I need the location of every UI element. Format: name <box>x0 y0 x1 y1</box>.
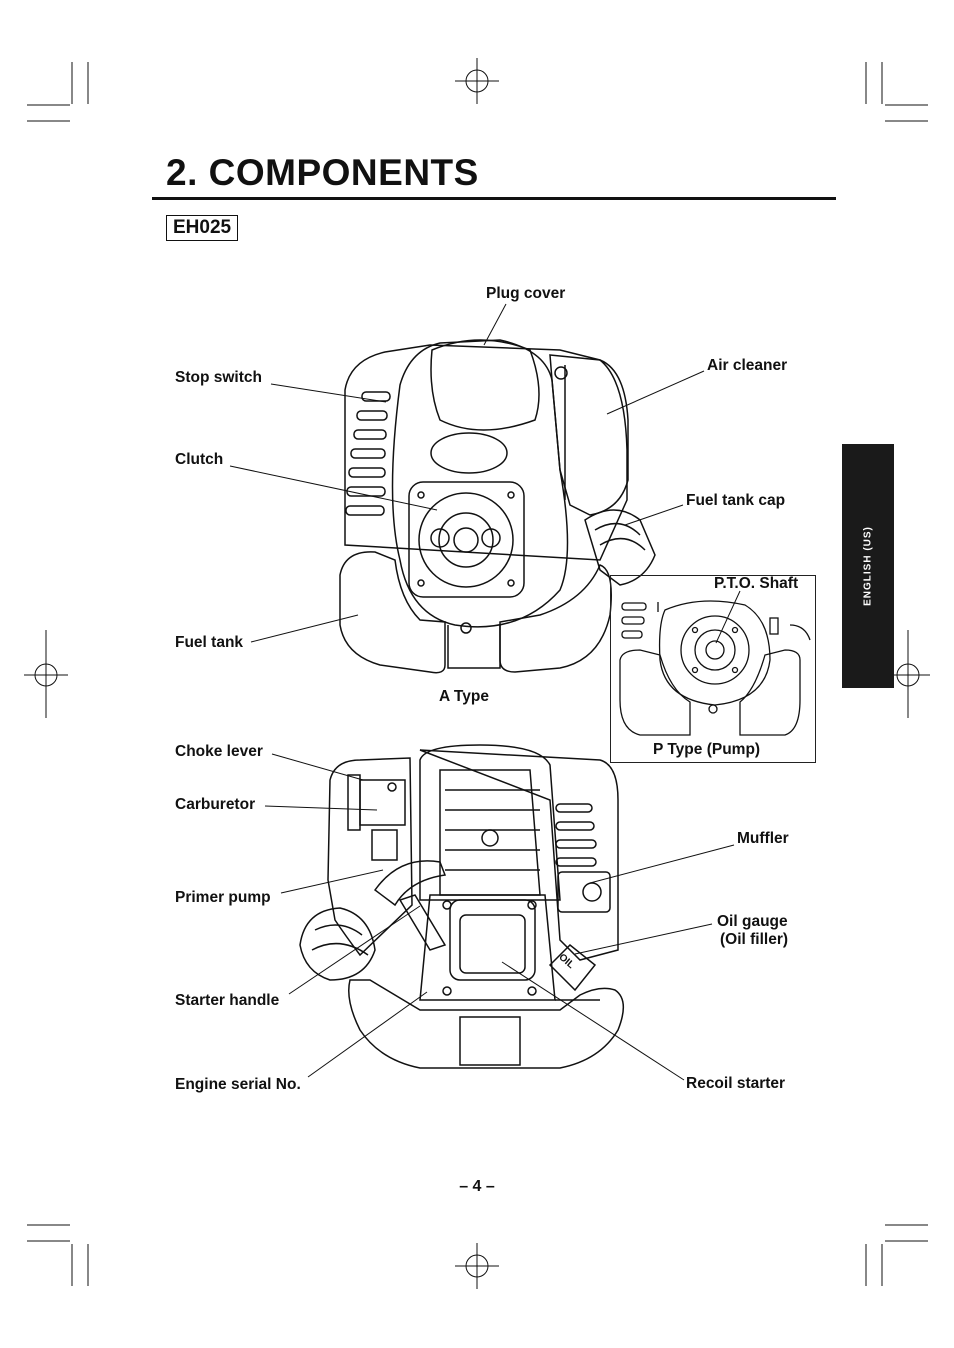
label-stop-switch: Stop switch <box>175 369 262 386</box>
language-tab-label: ENGLISH (US) <box>862 526 874 606</box>
cooling-fins-left <box>345 391 391 516</box>
label-oil-gauge: Oil gauge <box>717 913 788 930</box>
engine-p-type-illustration <box>619 600 811 736</box>
title-underline <box>152 197 836 200</box>
label-carburetor: Carburetor <box>175 796 256 813</box>
label-fuel-tank: Fuel tank <box>175 634 244 651</box>
label-starter-handle: Starter handle <box>175 992 280 1009</box>
label-pto-shaft: P.T.O. Shaft <box>714 575 799 592</box>
cooling-fins-right <box>555 803 597 867</box>
caption-a-type: A Type <box>439 688 489 705</box>
label-choke-lever: Choke lever <box>175 743 263 760</box>
p-type-inset-frame <box>610 575 816 763</box>
label-plug-cover: Plug cover <box>486 285 566 302</box>
page-number: – 4 – <box>459 1178 495 1195</box>
engine-rear-illustration <box>299 744 624 1069</box>
label-primer-pump: Primer pump <box>175 889 271 906</box>
crop-marks <box>27 62 928 1286</box>
label-engine-serial-no: Engine serial No. <box>175 1076 301 1093</box>
registration-marks <box>24 58 930 1289</box>
engine-a-type-illustration <box>339 339 656 674</box>
label-oil-filler: (Oil filler) <box>720 931 789 948</box>
label-clutch: Clutch <box>175 451 224 468</box>
language-side-tab: ENGLISH (US) <box>842 444 894 688</box>
label-recoil-starter: Recoil starter <box>686 1075 786 1092</box>
model-badge: EH025 <box>166 215 239 241</box>
leader-lines <box>229 303 741 1081</box>
page-title: 2. COMPONENTS <box>166 152 479 193</box>
label-muffler: Muffler <box>737 830 789 847</box>
caption-p-type: P Type (Pump) <box>653 741 761 758</box>
label-air-cleaner: Air cleaner <box>707 357 788 374</box>
label-fuel-tank-cap: Fuel tank cap <box>686 492 786 509</box>
